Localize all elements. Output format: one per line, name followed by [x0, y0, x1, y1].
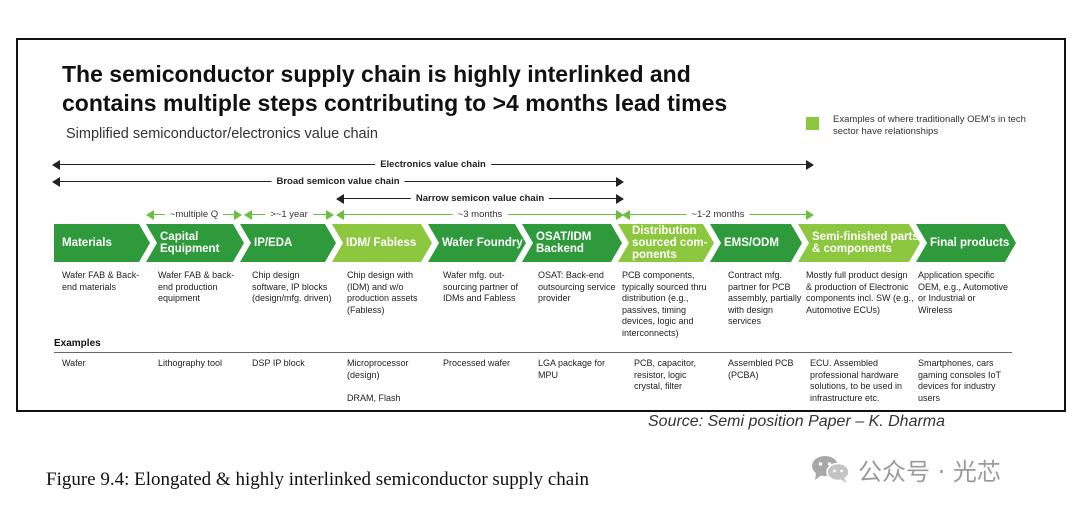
stage-label: IDM/ Fabless	[346, 237, 417, 249]
stage-label: Materials	[62, 237, 112, 249]
legend-text: Examples of where traditionally OEM's in…	[833, 114, 1026, 137]
title-line-2: contains multiple steps contributing to …	[62, 90, 728, 116]
arrow-right-icon	[326, 210, 334, 220]
stage-label: Final products	[930, 237, 1010, 249]
arrow-right-icon	[616, 210, 624, 220]
source-credit: Source: Semi position Paper – K. Dharma	[648, 413, 946, 430]
arrow-right-icon	[616, 177, 624, 187]
stage-example: Lithography tool	[158, 358, 223, 368]
stage-chevron: Wafer Foundry	[428, 224, 526, 262]
duration-arrow-three-months: ~3 months	[336, 208, 624, 222]
duration-arrow-multiple-q: ~multiple Q	[146, 208, 242, 222]
stage-description: Wafer mfg. out-sourcing partner of IDMs …	[443, 270, 519, 303]
legend-swatch	[806, 117, 819, 130]
arrow-left-icon	[52, 160, 60, 170]
wechat-logo-icon	[810, 454, 852, 484]
stage-chevron: IP/EDA	[240, 224, 336, 262]
stage-chevron: Semi-finished parts & components	[798, 224, 920, 262]
stage-chevron: Distribution sourced com-ponents	[618, 224, 714, 262]
arrow-right-icon	[616, 194, 624, 204]
broad-semicon-value-chain-label: Broad semicon value chain	[271, 175, 405, 188]
stage-label: EMS/ODM	[724, 237, 779, 249]
stage-chevron: Materials	[54, 224, 150, 262]
stage-description: PCB components, typically sourced thru d…	[622, 270, 707, 338]
stage-description: Application specific OEM, e.g., Automoti…	[918, 270, 1009, 315]
stage-example: ECU. Assembled professional hardware sol…	[810, 358, 903, 403]
stage-chevron: IDM/ Fabless	[332, 224, 432, 262]
duration-arrow-one-two-months: ~1-2 months	[622, 208, 814, 222]
figure-title: The semiconductor supply chain is highly…	[62, 60, 727, 118]
stage-chevron: Final products	[916, 224, 1016, 262]
stage-example: PCB, capacitor, resistor, logic crystal,…	[634, 358, 697, 391]
stage-label: Capital Equipment	[160, 231, 220, 255]
narrow-semicon-value-chain-arrow: Narrow semicon value chain	[336, 192, 624, 206]
duration-arrow-one-year: >~1 year	[244, 208, 334, 222]
stage-chevron: EMS/ODM	[710, 224, 802, 262]
electronics-value-chain-label: Electronics value chain	[375, 158, 491, 171]
stage-description: Chip design software, IP blocks (design/…	[252, 270, 332, 303]
arrow-left-icon	[146, 210, 154, 220]
stage-label: OSAT/IDM Backend	[536, 231, 592, 255]
arrow-left-icon	[52, 177, 60, 187]
stage-label: Semi-finished parts & components	[812, 231, 919, 255]
stage-example: LGA package for MPU	[538, 358, 606, 380]
arrow-right-icon	[234, 210, 242, 220]
stage-label: IP/EDA	[254, 237, 293, 249]
stage-label: Distribution sourced com-ponents	[632, 225, 708, 261]
stage-description: Wafer FAB & back-end production equipmen…	[158, 270, 235, 303]
stage-description: Chip design with (IDM) and w/o productio…	[347, 270, 418, 315]
stage-description: Wafer FAB & Back-end materials	[62, 270, 140, 292]
broad-semicon-value-chain-arrow: Broad semicon value chain	[52, 175, 624, 189]
stage-example: Microprocessor (design) DRAM, Flash	[347, 358, 409, 403]
arrow-left-icon	[336, 210, 344, 220]
watermark: 公众号 · 光芯	[810, 452, 1001, 486]
duration-label: >~1 year	[265, 208, 313, 221]
stage-description: Mostly full product design & production …	[806, 270, 914, 315]
legend: Examples of where traditionally OEM's in…	[806, 114, 1046, 146]
arrow-left-icon	[622, 210, 630, 220]
stage-label: Wafer Foundry	[442, 237, 523, 249]
arrow-right-icon	[806, 210, 814, 220]
duration-label: ~multiple Q	[164, 208, 224, 221]
electronics-value-chain-arrow: Electronics value chain	[52, 158, 814, 172]
subtitle: Simplified semiconductor/electronics val…	[66, 126, 378, 142]
figure-caption: Figure 9.4: Elongated & highly interlink…	[46, 469, 589, 490]
stage-example: Smartphones, cars gaming consoles IoT de…	[918, 358, 1001, 403]
narrow-semicon-value-chain-label: Narrow semicon value chain	[410, 192, 550, 205]
title-line-1: The semiconductor supply chain is highly…	[62, 61, 691, 87]
stage-example: DSP IP block	[252, 358, 305, 368]
stage-chevron: Capital Equipment	[146, 224, 244, 262]
stage-description: Contract mfg. partner for PCB assembly, …	[728, 270, 802, 326]
stage-example: Assembled PCB (PCBA)	[728, 358, 794, 380]
arrow-left-icon	[336, 194, 344, 204]
watermark-text: 公众号 · 光芯	[858, 457, 1001, 486]
duration-label: ~3 months	[452, 208, 508, 221]
arrow-left-icon	[244, 210, 252, 220]
examples-divider	[54, 352, 1012, 353]
stage-description: OSAT: Back-end outsourcing service provi…	[538, 270, 616, 303]
stage-example: Processed wafer	[443, 358, 511, 368]
arrow-right-icon	[806, 160, 814, 170]
stage-example: Wafer	[62, 358, 86, 368]
duration-label: ~1-2 months	[686, 208, 750, 221]
examples-heading: Examples	[54, 338, 101, 349]
stage-chevron: OSAT/IDM Backend	[522, 224, 622, 262]
